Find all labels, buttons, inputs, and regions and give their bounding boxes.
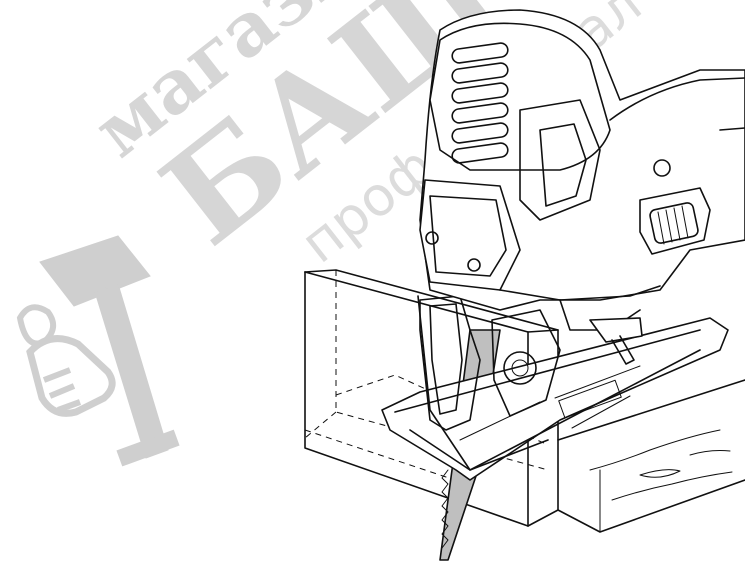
blade-guard — [419, 295, 561, 431]
hammer-hand-logo-icon — [16, 235, 180, 467]
speed-dial — [639, 187, 711, 255]
screw-icon — [425, 231, 439, 245]
guard-wire — [417, 295, 549, 471]
grip-ribs — [451, 42, 509, 164]
jigsaw-body — [419, 9, 745, 365]
base-plate — [381, 317, 729, 481]
screw-icon — [467, 258, 481, 272]
